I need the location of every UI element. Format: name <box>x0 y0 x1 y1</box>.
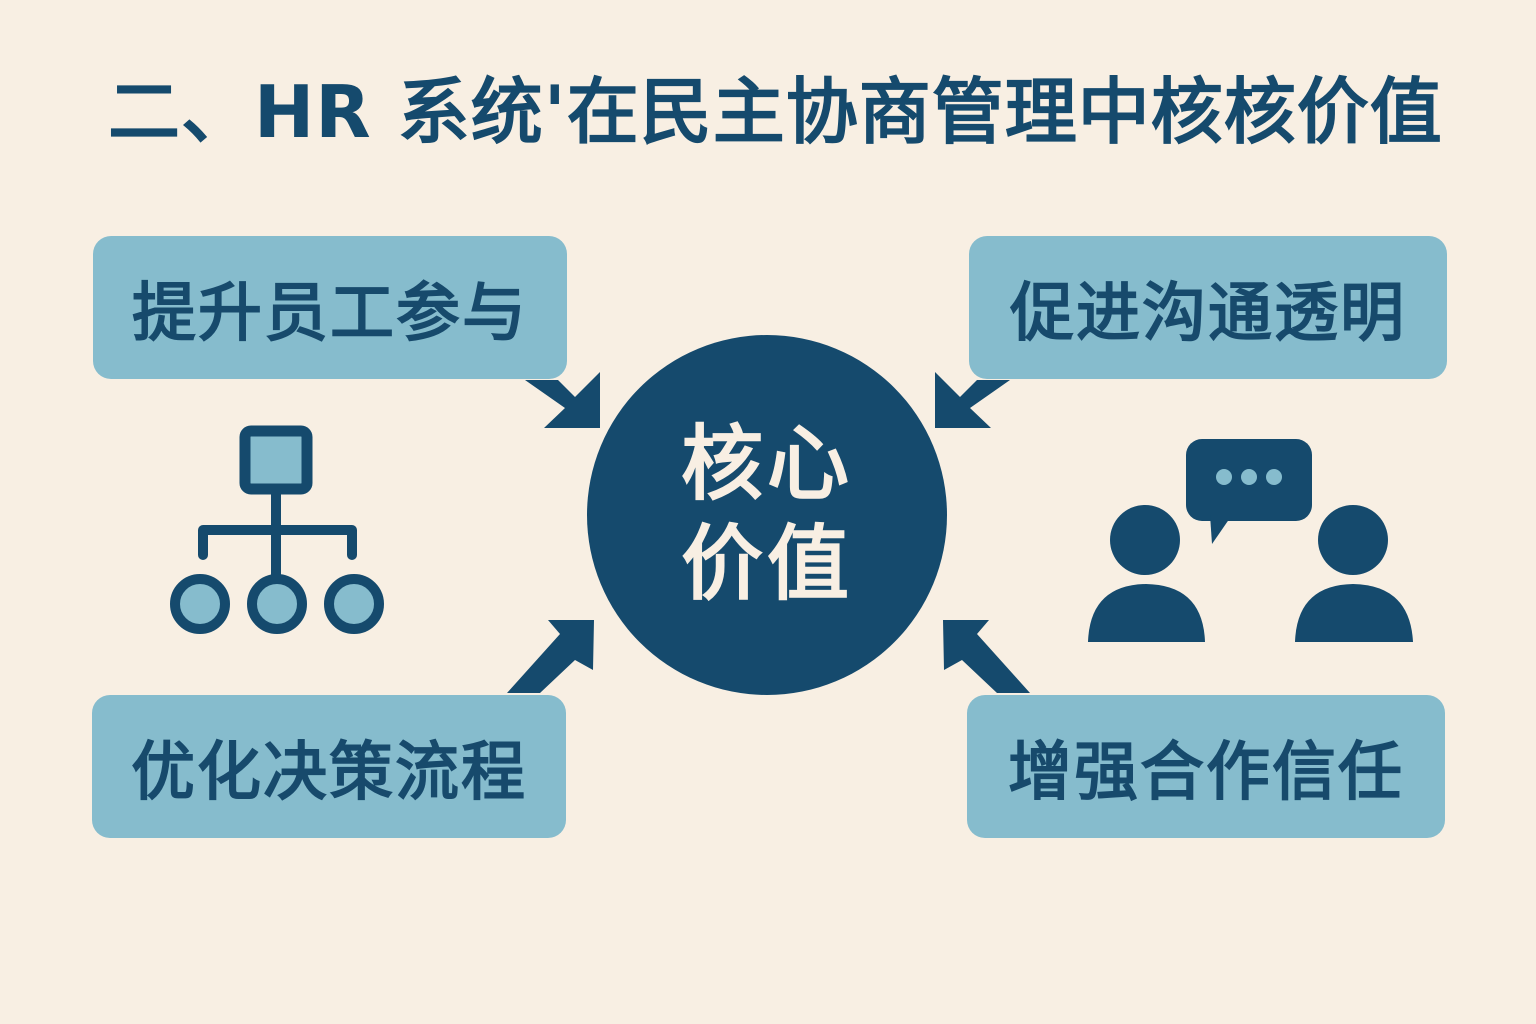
arrow-top-right-icon <box>935 372 1010 428</box>
arrow-bottom-right-icon <box>943 620 1030 693</box>
value-box-communication-transparency: 促进沟通透明 <box>969 236 1447 379</box>
org-chart-icon <box>170 425 384 634</box>
value-box-label: 增强合作信任 <box>1008 735 1404 810</box>
core-label-line1: 核心 <box>680 417 853 512</box>
arrow-bottom-left-icon <box>507 620 594 693</box>
value-box-decision-process: 优化决策流程 <box>92 695 566 838</box>
core-label-line2: 价值 <box>680 517 853 612</box>
core-value-circle: 核心 价值 <box>587 335 947 695</box>
value-box-cooperation-trust: 增强合作信任 <box>967 695 1445 838</box>
value-box-label: 优化决策流程 <box>131 735 527 810</box>
value-box-label: 提升员工参与 <box>132 276 528 351</box>
value-box-label: 促进沟通透明 <box>1010 276 1406 351</box>
arrow-top-left-icon <box>525 372 600 428</box>
page-title: 二、HR 系统'在民主协商管理中核核价值 <box>108 70 1443 154</box>
people-conversation-icon <box>1088 439 1413 642</box>
value-box-employee-participation: 提升员工参与 <box>93 236 567 379</box>
